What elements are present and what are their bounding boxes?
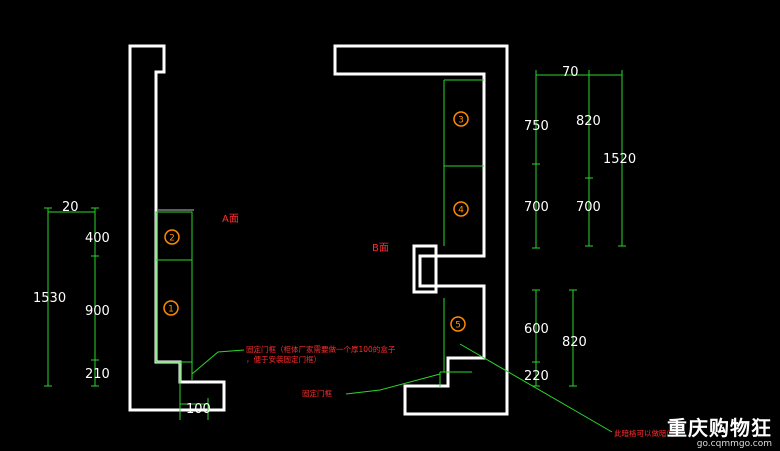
dim-left-100: 100 <box>186 402 211 417</box>
b-face-label: B面 <box>372 243 389 254</box>
dim-right-820-top: 820 <box>576 114 601 129</box>
a-face-label: A面 <box>222 214 239 225</box>
note-bottom: 此暗格可以做暗门 <box>614 428 674 438</box>
dim-left-900: 900 <box>85 304 110 319</box>
svg-text:4: 4 <box>458 206 464 216</box>
dim-right-70: 70 <box>562 65 579 80</box>
right-cabinet <box>439 79 484 388</box>
left-wall-outline <box>128 44 226 412</box>
right-wall-notch <box>412 244 438 294</box>
left-dimension-lines <box>44 207 209 420</box>
svg-text:1: 1 <box>168 305 174 315</box>
dim-right-750: 750 <box>524 119 549 134</box>
watermark-title: 重庆购物狂 <box>667 416 772 440</box>
svg-text:5: 5 <box>455 321 461 331</box>
dim-right-700-a: 700 <box>524 200 549 215</box>
dim-right-820-bottom: 820 <box>562 335 587 350</box>
svg-text:3: 3 <box>458 116 464 126</box>
marker-1: 1 <box>163 300 179 316</box>
left-cabinet <box>155 209 194 398</box>
marker-2: 2 <box>164 229 180 245</box>
watermark-url: go.cqmmgo.com <box>696 439 772 449</box>
note-left-line-1: 固定门框（柜体厂家需要做一个厚100的盒子 <box>246 344 396 354</box>
dim-left-400: 400 <box>85 231 110 246</box>
marker-4: 4 <box>453 201 469 217</box>
note-left-line-2: ，便于安装固定门框） <box>246 354 321 364</box>
dim-left-1530: 1530 <box>33 291 66 306</box>
svg-text:2: 2 <box>169 234 175 244</box>
dim-left-20: 20 <box>62 200 79 215</box>
dim-right-700-b: 700 <box>576 200 601 215</box>
watermark: 重庆购物狂 go.cqmmgo.com <box>667 412 772 449</box>
marker-3: 3 <box>453 111 469 127</box>
dim-right-1520: 1520 <box>603 152 636 167</box>
right-dimension-lines <box>532 70 626 387</box>
marker-5: 5 <box>450 316 466 332</box>
right-wall-outline <box>333 44 509 416</box>
dim-left-210: 210 <box>85 367 110 382</box>
note-right: 固定门框 <box>302 388 332 398</box>
dim-right-600: 600 <box>524 322 549 337</box>
leader-lines <box>191 343 613 433</box>
dim-right-220: 220 <box>524 369 549 384</box>
